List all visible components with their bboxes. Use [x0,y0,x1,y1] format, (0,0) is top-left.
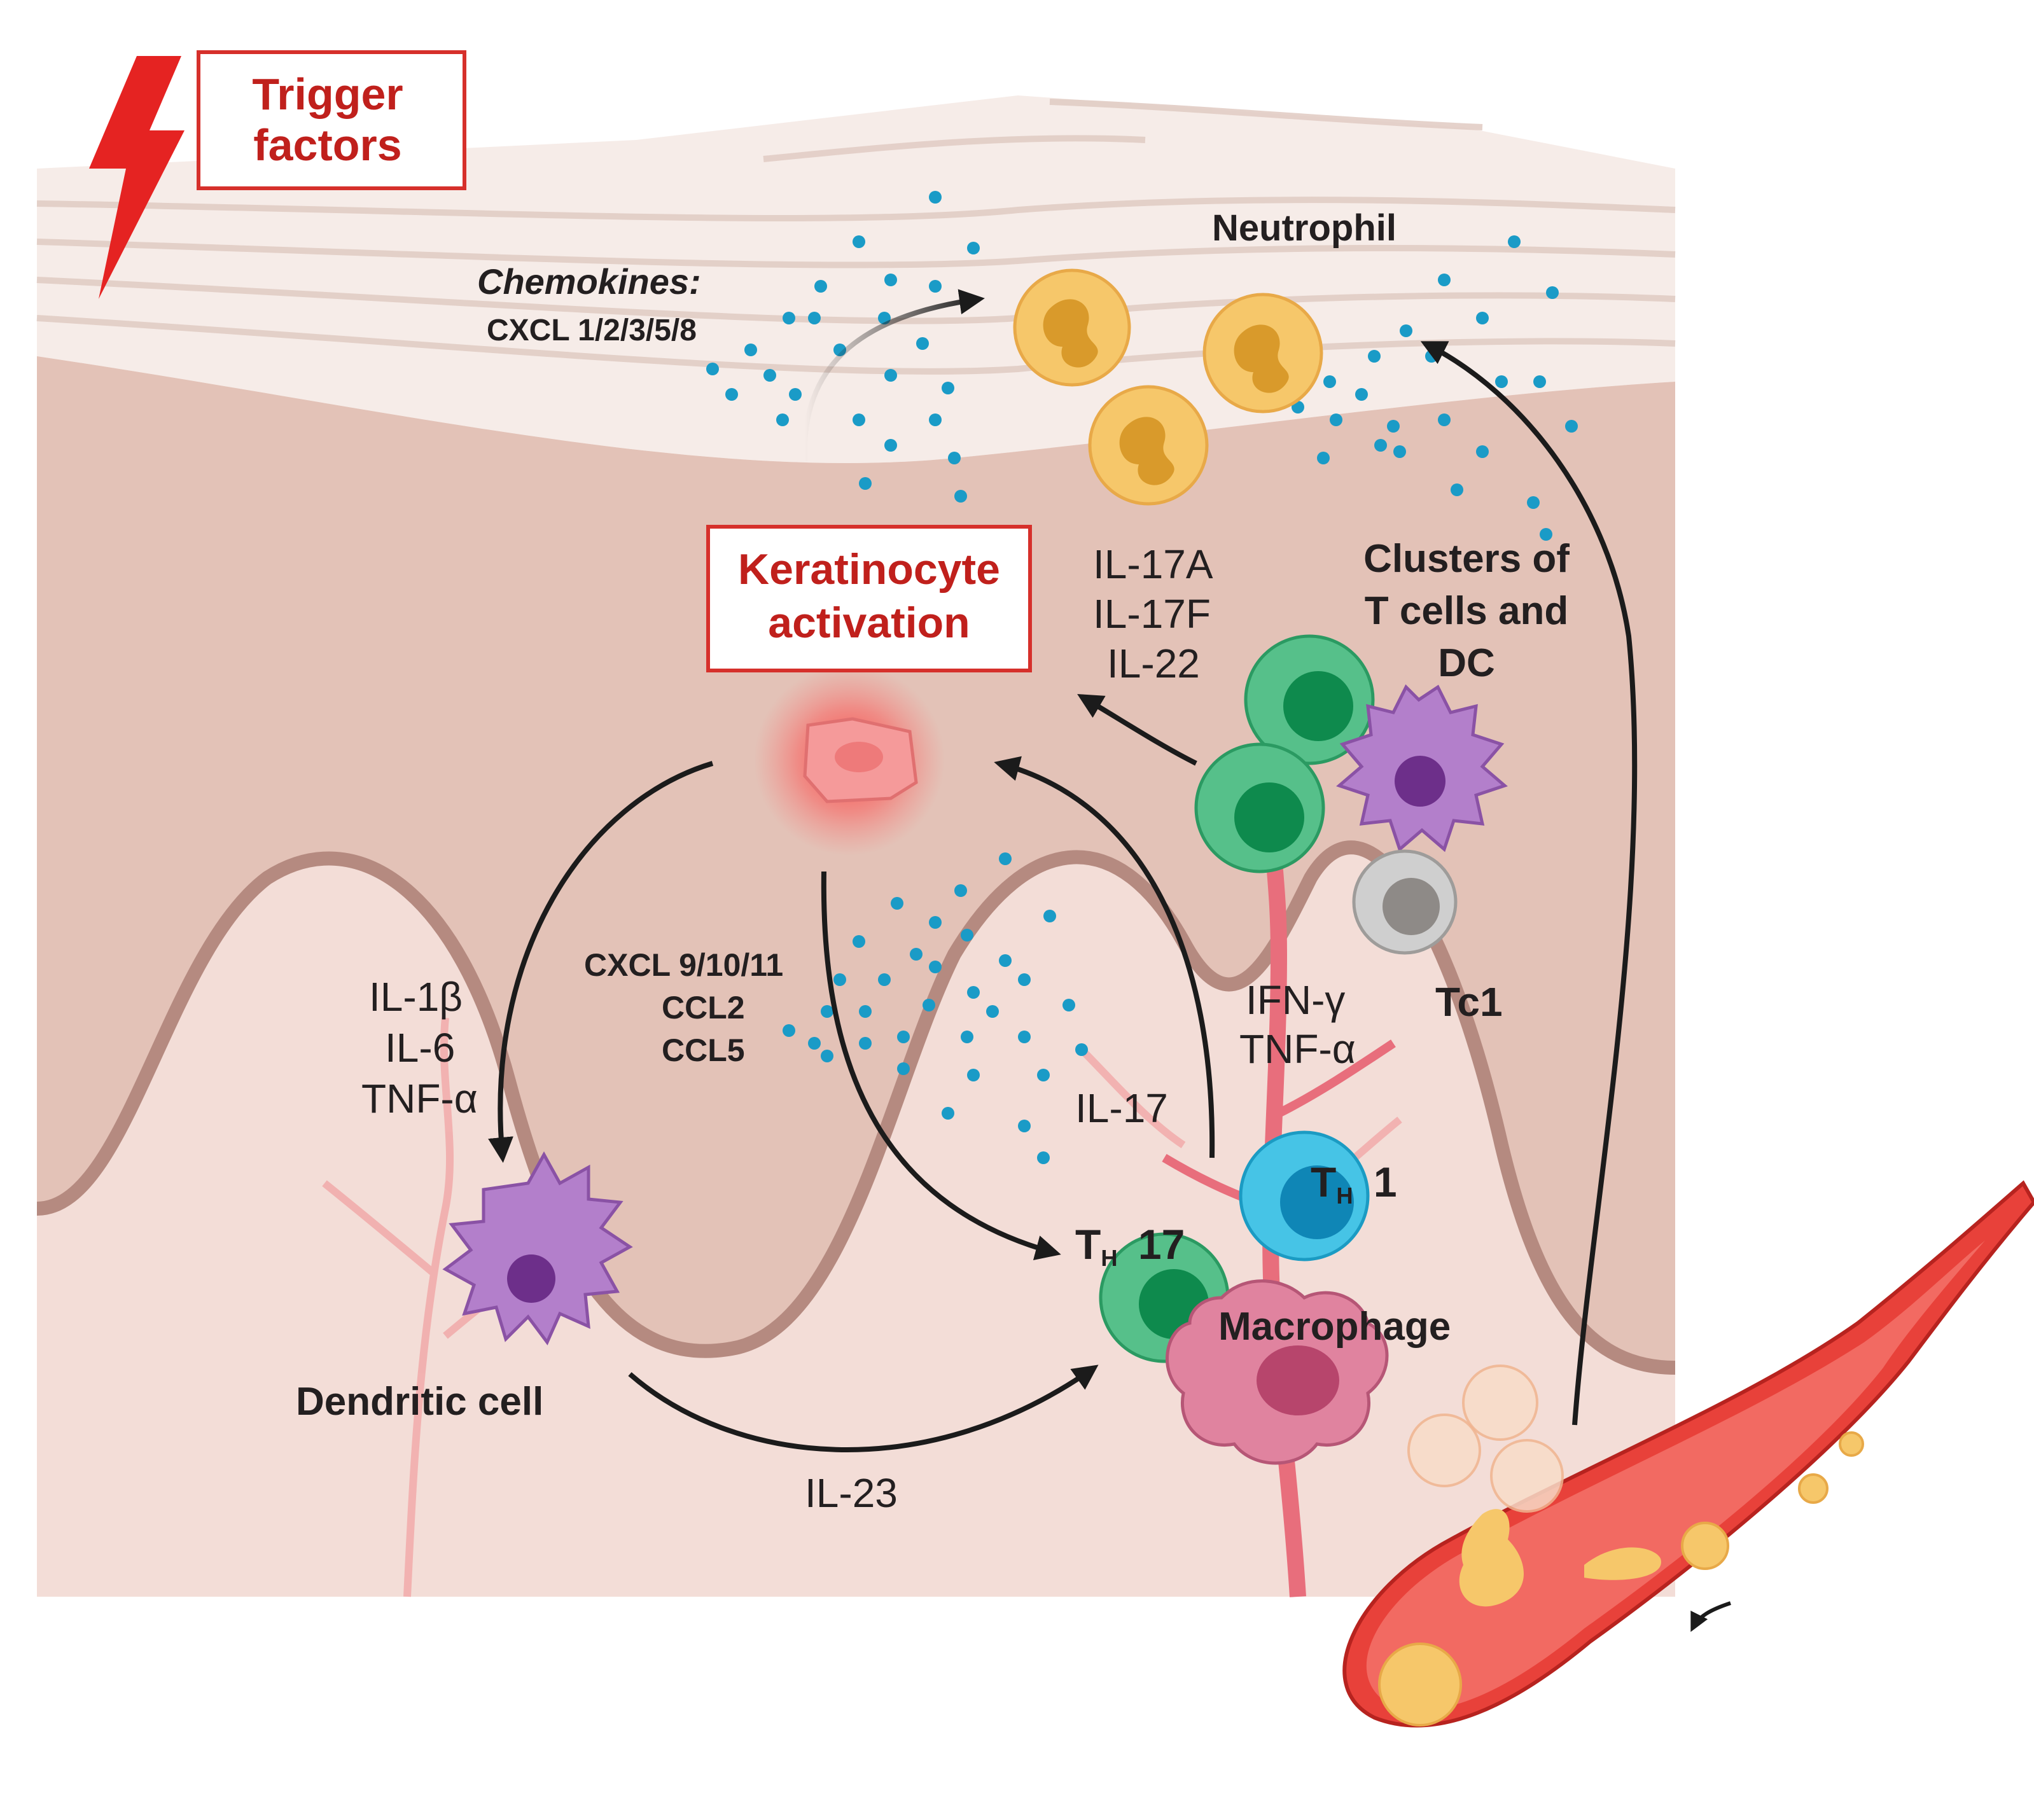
th1-label: TH 1 [1311,1158,1397,1209]
th1-label-sub: H [1336,1182,1353,1209]
th1-label-main: T [1311,1158,1337,1205]
il22-label: IL-22 [1107,641,1200,686]
arrow-dc-to-th17 [628,1365,1099,1452]
trigger-section [89,50,466,299]
th17-label-num: 17 [1138,1221,1185,1268]
cluster-dendritic-cell [1336,684,1508,852]
th17-label-main: T [1075,1221,1101,1268]
il17-label: IL-17 [1075,1085,1168,1131]
chemokine-dots-right [1292,235,1578,541]
th17-label-sub: H [1101,1244,1118,1271]
macrophage-label: Macrophage [1218,1305,1451,1349]
tnfa-left-label: TNF-α [361,1076,478,1122]
il23-label: IL-23 [805,1470,898,1516]
arrow-cluster-to-keratinocyte [1077,693,1197,766]
il17f-label: IL-17F [1093,591,1211,637]
arrow-keratinocyte-to-neutrophil [802,289,985,462]
trigger-factors-label: Trigger factors [252,69,403,170]
il6-label: IL-6 [385,1025,456,1071]
neutrophils [1013,268,1323,506]
keratinocyte-activation-box: Keratinocyte activation [706,525,1032,672]
chemokine-dots-middle [783,852,1088,1164]
arrow-vessel-to-neutrophil [1420,341,1638,1426]
clusters-label: Clusters of T cells and DC [1363,537,1570,685]
dendritic-cell-label: Dendritic cell [296,1380,544,1424]
macrophage-cell [1166,1279,1389,1465]
trigger-factors-box: Trigger factors [199,52,457,181]
chemokines-list: CXCL 1/2/3/5/8 [487,314,697,347]
chemokines-title: Chemokines: [477,261,701,302]
th1-label-num: 1 [1373,1158,1397,1205]
arrow-keratinocyte-to-th17 [821,871,1061,1260]
il17a-label: IL-17A [1093,541,1213,587]
arrow-keratinocyte-to-dc [488,761,714,1163]
cxcl-9-10-11-label: CXCL 9/10/11 [584,947,784,983]
ifng-label: IFN-γ [1246,977,1346,1023]
blood-vessel [1342,1180,2034,1728]
lightning-icon [89,56,185,299]
arrow-th1-to-keratinocyte [994,756,1215,1158]
activated-keratinocyte [754,665,945,856]
arrows [488,289,1638,1452]
neutrophil-label: Neutrophil [1212,207,1397,249]
ccl2-label: CCL2 [662,990,745,1025]
th17-label: TH 17 [1075,1220,1185,1272]
tnfa-right-label: TNF-α [1239,1026,1356,1072]
tc1-label: Tc1 [1435,979,1503,1025]
keratinocyte-activation-label: Keratinocyte activation [738,545,1000,647]
il1b-label: IL-1β [369,974,463,1020]
dendritic-cell-left [442,1151,633,1345]
ccl5-label: CCL5 [662,1032,745,1068]
chemokine-dots-top [706,191,980,503]
cell-cluster [1194,634,1508,955]
th1-cell [1239,1130,1370,1261]
